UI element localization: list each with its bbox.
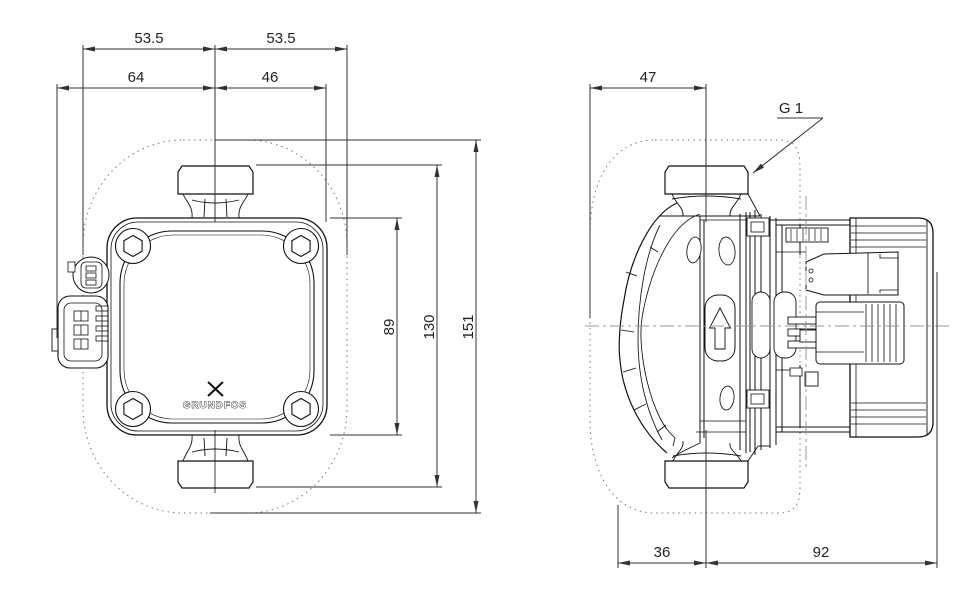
dim-151: 151: [460, 314, 477, 339]
small-connector: [67, 256, 110, 294]
front-view-dimensions: 53.5 53.5 64 46 89 130 151: [56, 30, 481, 514]
side-bottom-port-nut: [664, 460, 749, 489]
plate-recesses: [686, 236, 736, 411]
dimension-arrows: [57, 46, 479, 513]
corner-screws: [114, 227, 320, 428]
large-connector: [51, 295, 109, 369]
dim-53-5-left: 53.5: [134, 30, 163, 47]
dim-130: 130: [421, 314, 438, 339]
front-panel: [119, 230, 315, 424]
lower-cable-plug: [787, 301, 905, 387]
dim-47: 47: [640, 69, 657, 86]
dim-92: 92: [813, 544, 830, 561]
thread-label-leader: [752, 117, 824, 174]
stator-vent-slots: [751, 291, 797, 359]
clamp-clips: [746, 217, 770, 409]
dim-89: 89: [381, 319, 398, 336]
upper-cable-plug: [805, 251, 899, 296]
pump-head-front: [671, 212, 747, 459]
front-view: GRUNDFOS: [51, 139, 348, 514]
grundfos-logo-text: GRUNDFOS: [183, 400, 247, 411]
flow-arrow-slot: [704, 294, 736, 362]
top-port-nut: [177, 165, 254, 195]
bottom-port-nut: [177, 460, 254, 489]
dim-53-5-right: 53.5: [266, 30, 295, 47]
insulation-shell-outline-side: [589, 139, 801, 514]
thread-size-label: G 1: [779, 100, 803, 117]
flow-direction-arrow-icon: [708, 307, 732, 350]
dim-64: 64: [128, 69, 145, 86]
grundfos-logo: GRUNDFOS: [183, 381, 247, 411]
side-view: [585, 139, 952, 514]
dim-36: 36: [654, 544, 671, 561]
volute-housing: [618, 202, 701, 454]
side-view-dimensions: 47 G 1 36 92: [589, 69, 938, 568]
dim-46: 46: [262, 69, 279, 86]
pin-header: [785, 227, 829, 243]
